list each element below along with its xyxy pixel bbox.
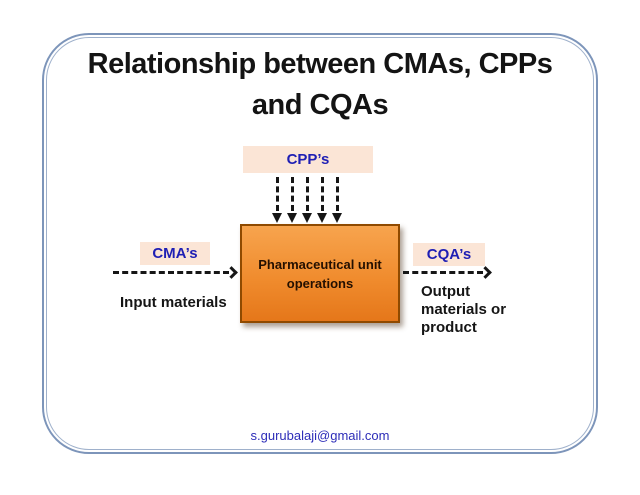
cpps-label-box: CPP’s [243, 146, 373, 173]
pharmaceutical-unit-operations-box: Pharmaceutical unit operations [240, 224, 400, 323]
cpp-down-arrow [272, 177, 283, 223]
cpp-down-arrow [287, 177, 298, 223]
slide-border [42, 33, 598, 454]
page-title-line1: Relationship between CMAs, CPPs [87, 48, 553, 80]
input-materials-label: Input materials [120, 294, 227, 311]
cpp-down-arrow [317, 177, 328, 223]
cqas-label: CQA’s [426, 246, 472, 263]
cqa-output-arrow [403, 271, 483, 274]
cmas-label: CMA’s [152, 245, 198, 262]
page-title: Relationship between CMAs, CPPs and CQAs [50, 44, 590, 126]
cma-input-arrow [113, 271, 229, 274]
process-box-label: Pharmaceutical unit operations [258, 256, 382, 291]
email-link[interactable]: s.gurubalaji@gmail.com [250, 428, 390, 443]
cpp-down-arrow [302, 177, 313, 223]
page-title-line2: and CQAs [251, 89, 389, 121]
output-materials-label: Output materials or product [421, 283, 507, 336]
cpps-label: CPP’s [286, 151, 330, 168]
cqas-label-box: CQA’s [413, 243, 485, 266]
cmas-label-box: CMA’s [140, 242, 210, 265]
cpp-down-arrow [332, 177, 343, 223]
